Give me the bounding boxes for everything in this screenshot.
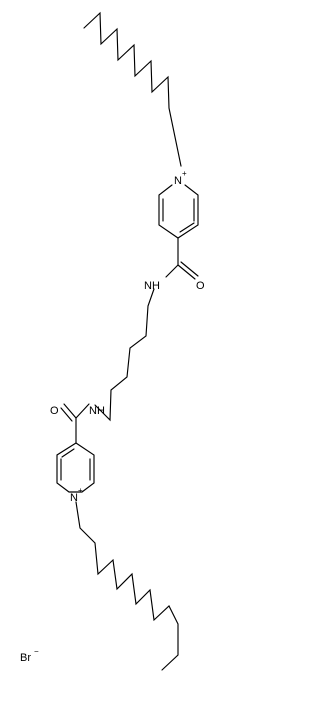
- bottom-pyridinium-charge: +: [78, 486, 83, 495]
- bottom-decyl-chain: [75, 501, 179, 671]
- hexamethylene-linker: [94, 288, 155, 422]
- top-amide-co-bond-2: [180, 261, 199, 277]
- bottom-ring-double-bond-3: [61, 448, 75, 458]
- top-decyl-chain: [83, 11, 182, 167]
- top-amide-co-bond-1: [177, 264, 196, 280]
- bottom-pyridinium-ring: [56, 442, 95, 493]
- bottom-amide-oxygen-label: O: [50, 405, 59, 417]
- bottom-amide-nc-bond: [75, 403, 90, 419]
- bottom-amide-co-bond-2: [60, 407, 73, 422]
- top-amide-nh-label: NH: [144, 280, 160, 292]
- top-pyridinium-nitrogen-label: N: [174, 175, 182, 187]
- bottom-amide-nh-label: NH: [89, 405, 105, 417]
- bromide-counterion-charge: −: [34, 647, 39, 656]
- bromide-counterion-symbol: Br: [20, 652, 31, 664]
- top-ring-double-bond-3: [179, 222, 195, 233]
- top-amide-cn-bond: [165, 264, 179, 278]
- top-pyridinium-ring: [158, 184, 199, 239]
- bottom-pyridinium-nitrogen-label: N: [70, 492, 78, 504]
- structure-canvas: N + NH O NH O N + Br −: [20, 11, 205, 671]
- top-amide-oxygen-label: O: [196, 280, 205, 292]
- molecule-structure: N + NH O NH O N + Br −: [20, 11, 205, 671]
- bottom-amide-co-bond-1: [63, 403, 77, 419]
- top-pyridinium-charge: +: [182, 169, 187, 178]
